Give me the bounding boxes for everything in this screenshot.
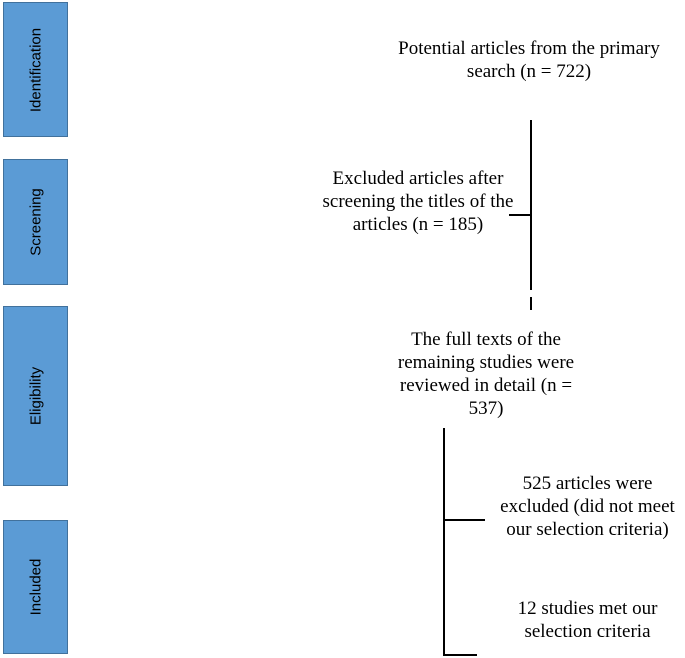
phase-identification-label: Identification	[27, 27, 44, 112]
excluded-titles-box: Excluded articles after screening the ti…	[322, 168, 514, 235]
connector-vertical-lower	[443, 428, 445, 656]
phase-identification-box: Identification	[3, 2, 68, 137]
connector-vertical-upper-stub	[530, 297, 532, 310]
phase-eligibility-box: Eligibility	[3, 306, 68, 486]
primary-search-box: Potential articles from the primary sear…	[398, 38, 660, 82]
excluded-criteria-box: 525 articles were excluded (did not meet…	[500, 473, 675, 540]
connector-branch-excluded-titles	[509, 214, 531, 216]
phase-screening-box: Screening	[3, 159, 68, 285]
phase-screening-label: Screening	[27, 188, 44, 256]
connector-branch-excluded-criteria	[443, 519, 485, 521]
phase-eligibility-label: Eligibility	[27, 366, 44, 426]
connector-branch-included	[443, 654, 477, 656]
full-texts-box: The full texts of the remaining studies …	[397, 329, 575, 419]
included-studies-box: 12 studies met our selection criteria	[517, 598, 658, 642]
phase-included-box: Included	[3, 520, 68, 654]
phase-included-label: Included	[27, 558, 44, 616]
connector-vertical-upper	[530, 120, 532, 290]
